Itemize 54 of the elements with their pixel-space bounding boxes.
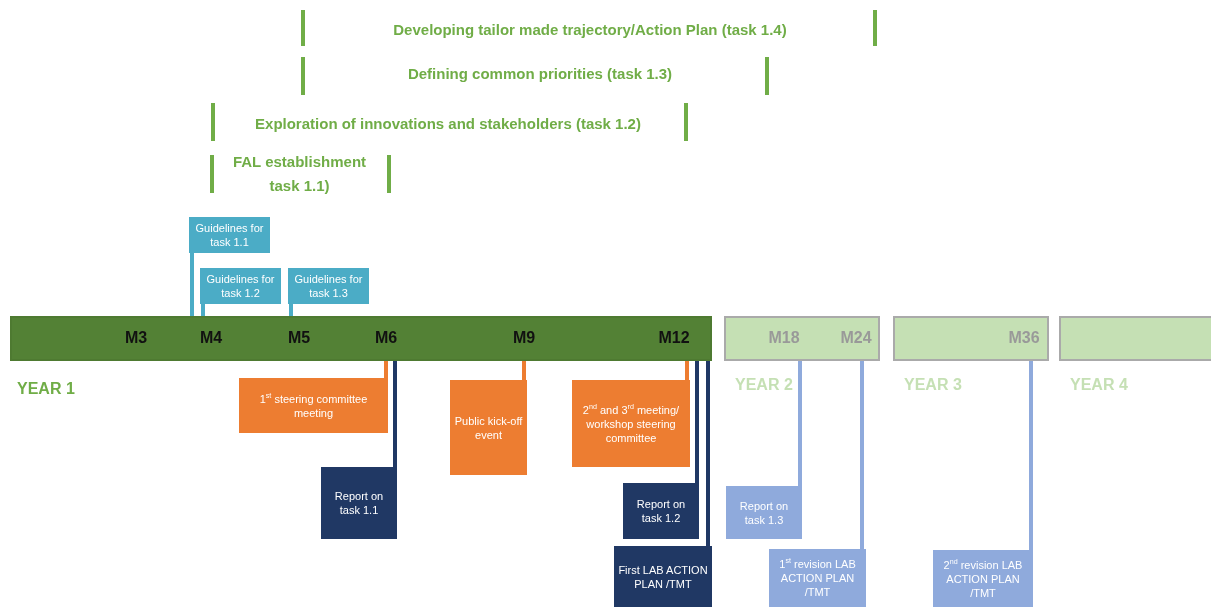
milestone-text: 1$^{st}$ revision LAB ACTION PLAN /TMT [778,557,857,599]
milestone-text: Public kick-off event [453,413,524,442]
connector-line [685,361,689,380]
milestone-box [239,378,388,433]
connector-line [706,361,710,546]
year-label: YEAR 1 [17,380,75,398]
milestone-box [933,550,1033,607]
task-label: Exploration of innovations and stakeholders (task 1.2) [254,114,642,134]
month-label: M4 [199,329,223,347]
milestone-box [614,546,712,607]
milestone-box [726,486,802,539]
connector-line [1029,361,1033,550]
timeline-bar [893,316,1049,361]
month-label: M24 [840,329,872,347]
task-label: Developing tailor made trajectory/Action Plan (task 1.4) [392,20,788,40]
year-label: YEAR 3 [904,376,962,394]
milestone-text: Guidelines for task 1.1 [194,221,265,249]
connector-line [384,361,388,378]
milestone-text: 2$^{nd}$ and 3$^{rd}$ meeting/ workshop steering committee [581,402,681,445]
milestone-box [321,467,397,539]
milestone-text: 1$^{st}$ steering committee meeting [258,391,369,420]
connector-line [393,361,397,467]
month-label: M6 [374,329,398,347]
milestone-text: Report on task 1.2 [635,497,687,525]
connector-line [522,361,526,380]
milestone-box [450,380,527,475]
connector-line [289,304,293,316]
connector-line [190,253,194,316]
milestone-text: Report on task 1.3 [738,498,790,527]
milestone-text: 2$^{nd}$ revision LAB ACTION PLAN /TMT [942,557,1024,600]
milestone-text: Report on task 1.1 [333,489,385,517]
year-label: YEAR 2 [735,376,793,394]
timeline-bar [1059,316,1211,361]
month-label: M9 [512,329,536,347]
connector-line [798,361,802,486]
month-label: M36 [1008,329,1040,347]
month-label: M3 [124,329,148,347]
connector-line [201,304,205,316]
milestone-text: First LAB ACTION PLAN /TMT [617,562,709,591]
milestone-box [623,483,699,539]
timeline-bar [724,316,880,361]
month-label: M12 [658,329,690,347]
month-label: M18 [768,329,800,347]
connector-line [695,361,699,483]
year-label: YEAR 4 [1070,376,1128,394]
connector-line [860,361,864,549]
month-label: M5 [287,329,311,347]
timeline-bar [10,316,712,361]
milestone-text: Guidelines for task 1.3 [293,272,364,300]
milestone-box [572,380,690,467]
task-label: FAL establishment task 1.1) [231,152,368,196]
milestone-text: Guidelines for task 1.2 [205,272,276,300]
milestone-box [769,549,866,607]
task-label: Defining common priorities (task 1.3) [406,64,674,84]
